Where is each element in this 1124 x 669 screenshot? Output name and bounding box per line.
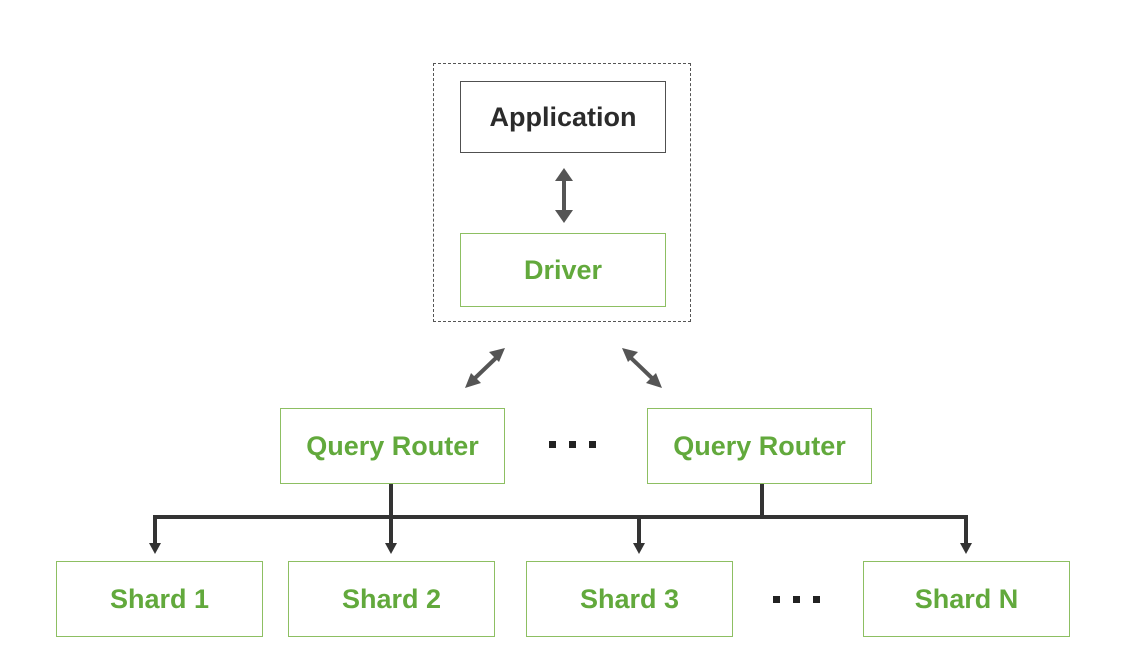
shard-box-n: Shard N [863, 561, 1070, 637]
query-router-box-2: Query Router [647, 408, 872, 484]
driver-router-right-double-arrow [622, 348, 662, 388]
shard-label: Shard N [914, 583, 1019, 614]
router-ellipsis [549, 441, 596, 448]
ellipsis-dot [589, 441, 596, 448]
shard-label: Shard 2 [341, 583, 442, 614]
ellipsis-dot [569, 441, 576, 448]
shard-2-arrowhead [385, 543, 397, 554]
query-router-label: Query Router [306, 430, 479, 461]
driver-router-left-double-arrow [465, 348, 505, 388]
ellipsis-dot [813, 596, 820, 603]
query-router-label: Query Router [673, 430, 846, 461]
ellipsis-dot [549, 441, 556, 448]
app-driver-double-arrow [555, 168, 573, 223]
shard-label: Shard 1 [109, 583, 210, 614]
query-router-box-1: Query Router [280, 408, 505, 484]
shard-1-arrowhead [149, 543, 161, 554]
shard-box-2: Shard 2 [288, 561, 495, 637]
shard-3-arrowhead [633, 543, 645, 554]
shard-n-arrowhead [960, 543, 972, 554]
shard-box-1: Shard 1 [56, 561, 263, 637]
shard-label: Shard 3 [579, 583, 680, 614]
ellipsis-dot [773, 596, 780, 603]
driver-box: Driver [460, 233, 666, 307]
shard-box-3: Shard 3 [526, 561, 733, 637]
shard-ellipsis [773, 596, 820, 603]
driver-label: Driver [523, 254, 603, 285]
ellipsis-dot [793, 596, 800, 603]
application-box: Application [460, 81, 666, 153]
application-label: Application [489, 101, 637, 132]
client-group-boundary [433, 63, 691, 322]
